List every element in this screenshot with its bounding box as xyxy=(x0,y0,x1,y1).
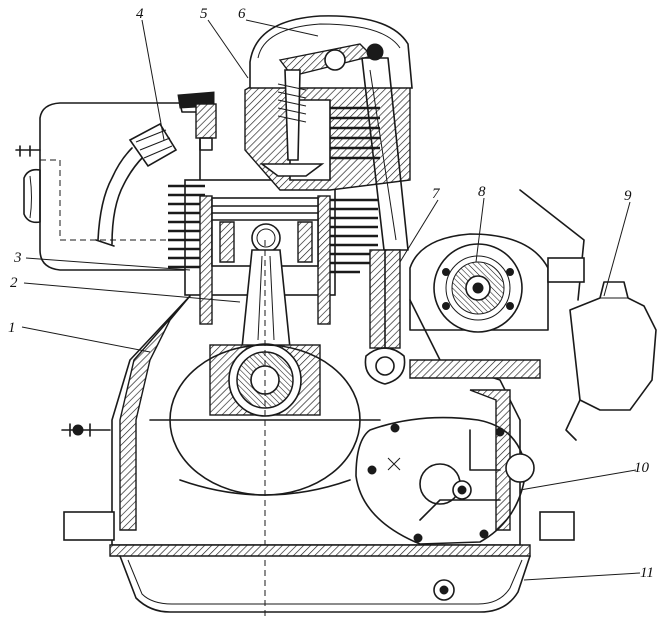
leader-lines xyxy=(21,19,641,581)
callout-labels: 1 2 3 4 5 6 7 8 9 10 11 xyxy=(8,6,654,581)
cylinder-fins-left xyxy=(168,184,205,269)
callout-6: 6 xyxy=(238,6,246,22)
callout-7: 7 xyxy=(432,186,441,202)
callout-9: 9 xyxy=(624,188,632,204)
oil-filler xyxy=(565,281,657,441)
callout-2: 2 xyxy=(10,275,18,291)
callout-5: 5 xyxy=(200,6,208,22)
callout-10: 10 xyxy=(634,460,650,476)
cylinder-head xyxy=(177,15,413,191)
callout-8: 8 xyxy=(478,184,486,200)
callout-1: 1 xyxy=(8,320,16,336)
callout-3: 3 xyxy=(13,250,22,266)
callout-4: 4 xyxy=(136,6,144,22)
push-rod xyxy=(361,43,409,385)
gear-housing xyxy=(409,189,585,379)
crankcase xyxy=(111,240,521,620)
oil-sump xyxy=(61,423,575,613)
oil-pump xyxy=(355,416,535,545)
callout-11: 11 xyxy=(640,565,654,581)
